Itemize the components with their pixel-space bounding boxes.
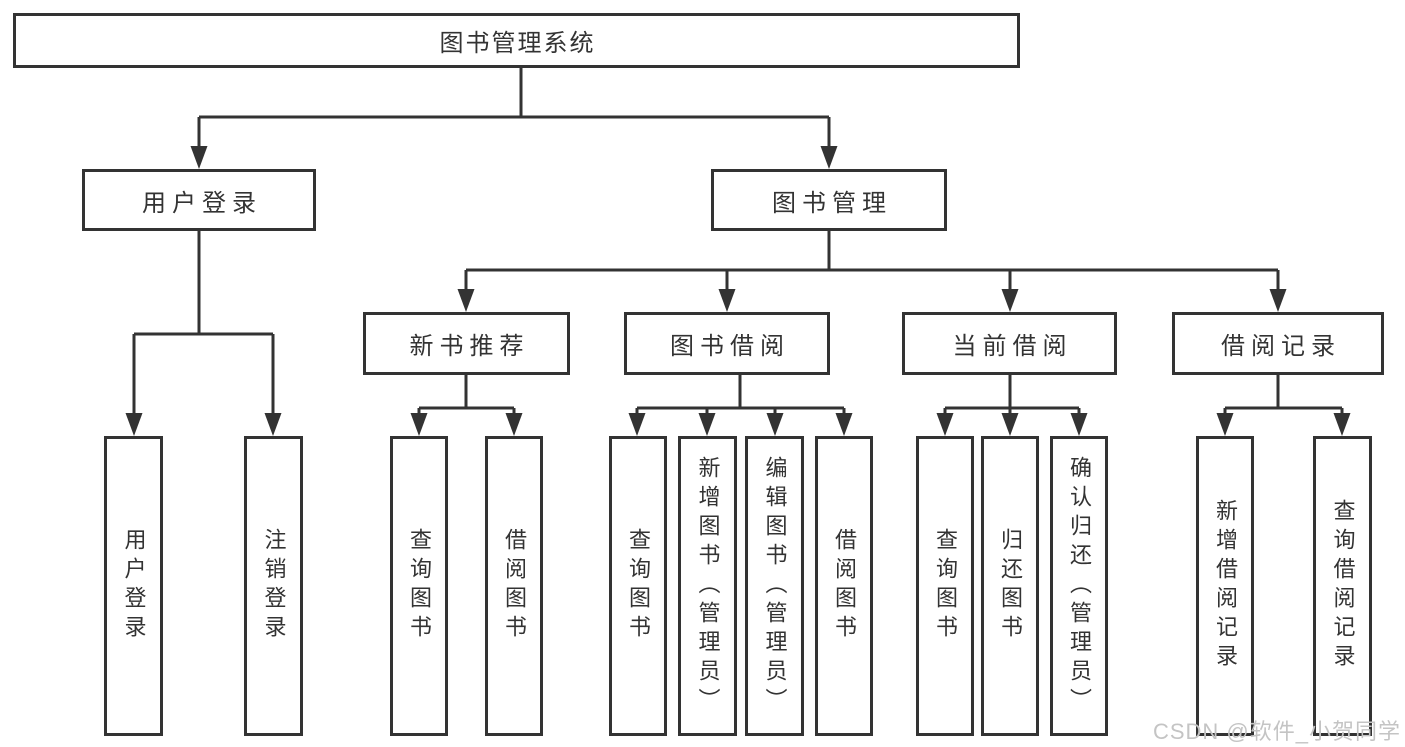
leaf-label: 确认归还（管理员） [1067,455,1092,717]
leaf-label: 借阅图书 [502,528,527,644]
node-borrow-records: 借阅记录 [1172,312,1384,375]
node-label: 新书推荐 [409,333,530,360]
leaf-logout: 注销登录 [244,436,303,736]
connector-current-borrow [943,375,1081,416]
node-library-management-system: 图书管理系统 [13,13,1020,68]
node-book-management: 图书管理 [711,169,947,231]
csdn-watermark: CSDN @软件_小贺同学 [1152,719,1401,744]
leaf-edit-books-admin: 编辑图书（管理员） [745,436,804,736]
node-user-login-branch: 用户登录 [82,169,316,231]
leaf-label: 编辑图书（管理员） [762,455,788,717]
leaf-borrow-books-2: 借阅图书 [815,436,873,736]
leaf-user-login: 用户登录 [104,436,163,736]
connector-borrow-records [1223,375,1344,416]
leaf-label: 注销登录 [261,528,287,644]
node-label: 图书管理 [772,189,892,217]
node-label: 图书管理系统 [439,30,596,57]
leaf-label: 归还图书 [998,528,1023,644]
connector-new-book-recommend [417,375,516,416]
leaf-query-books-1: 查询图书 [390,436,448,736]
connector-book-management [464,231,1280,292]
leaf-confirm-return-admin: 确认归还（管理员） [1050,436,1108,736]
node-book-borrow: 图书借阅 [624,312,830,375]
node-label: 图书借阅 [670,333,790,360]
leaf-label: 用户登录 [121,528,147,644]
leaf-add-borrow-record: 新增借阅记录 [1196,436,1254,736]
arrowheads [125,146,1351,436]
connector-root [197,68,831,149]
leaf-add-books-admin: 新增图书（管理员） [678,436,737,736]
leaf-borrow-books-1: 借阅图书 [485,436,543,736]
node-current-borrow: 当前借阅 [902,312,1117,375]
leaf-label: 新增借阅记录 [1213,499,1238,673]
leaf-return-books: 归还图书 [981,436,1039,736]
leaf-query-books-3: 查询图书 [916,436,974,736]
leaf-query-borrow-record: 查询借阅记录 [1313,436,1372,736]
node-label: 借阅记录 [1221,333,1341,360]
leaf-label: 查询图书 [933,528,958,644]
leaf-label: 新增图书（管理员） [695,455,721,717]
connector-book-borrow [635,375,846,416]
leaf-label: 查询借阅记录 [1330,499,1356,673]
connector-user-login [132,231,275,416]
node-new-book-recommend: 新书推荐 [363,312,570,375]
node-label: 当前借阅 [952,333,1073,360]
leaf-label: 查询图书 [407,528,432,644]
leaf-query-books-2: 查询图书 [609,436,667,736]
node-label: 用户登录 [142,189,262,217]
leaf-label: 查询图书 [626,528,651,644]
leaf-label: 借阅图书 [832,528,857,644]
